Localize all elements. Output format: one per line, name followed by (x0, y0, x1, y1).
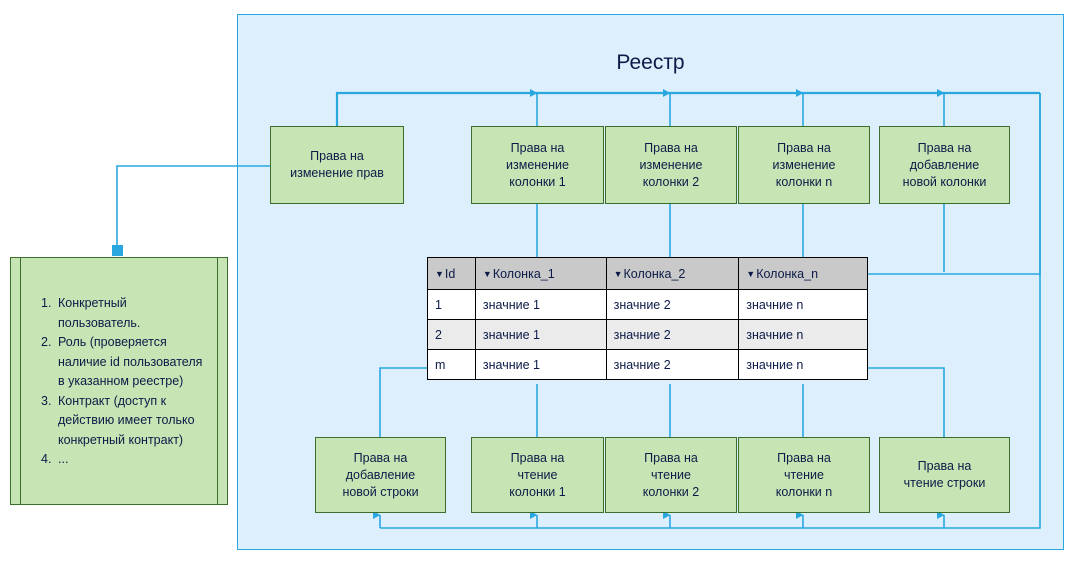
column-header-label: Колонка_1 (492, 266, 555, 281)
list-item: 2. Роль (проверяется наличие id пользова… (41, 333, 209, 392)
list-item-number: 2. (41, 335, 52, 349)
note-margin-rule-left (20, 258, 21, 504)
list-item-text: Контракт (доступ к действию имеет только… (58, 393, 195, 447)
cell-id: 2 (427, 319, 476, 350)
filter-caret-icon[interactable]: ▼ (746, 269, 756, 280)
table-row[interactable]: 2 значние 1 значние 2 значние n (427, 319, 868, 350)
table-row[interactable]: 1 значние 1 значние 2 значние n (427, 289, 868, 320)
column-header-label: Id (444, 266, 456, 281)
list-item-text: ... (58, 452, 69, 466)
column-header-label: Колонка_2 (623, 266, 686, 281)
cell-id: 1 (427, 289, 476, 320)
filter-caret-icon[interactable]: ▼ (435, 269, 444, 280)
list-item-number: 4. (41, 452, 52, 466)
cell-col-2: значние 2 (605, 289, 740, 320)
registry-table[interactable]: ▼Id ▼Колонка_1 ▼Колонка_2 ▼Колонка_n 1 з… (427, 257, 868, 380)
list-item-text: Конкретный пользователь. (58, 296, 141, 330)
cell-col-2: значние 2 (605, 349, 740, 380)
access-subjects-note: 1. Конкретный пользователь. 2. Роль (про… (10, 257, 228, 505)
list-item: 4. ... (41, 450, 209, 470)
cell-col-n: значние n (738, 349, 868, 380)
column-header-col-2[interactable]: ▼Колонка_2 (605, 257, 740, 290)
note-list: 1. Конкретный пользователь. 2. Роль (про… (41, 294, 209, 470)
column-header-col-n[interactable]: ▼Колонка_n (738, 257, 868, 290)
list-item-number: 1. (41, 296, 52, 310)
registry-title: Реестр (616, 51, 685, 74)
table-header-row: ▼Id ▼Колонка_1 ▼Колонка_2 ▼Колонка_n (427, 257, 868, 290)
cell-col-1: значние 1 (474, 319, 607, 350)
list-item: 3. Контракт (доступ к действию имеет тол… (41, 392, 209, 451)
cell-col-2: значние 2 (605, 319, 740, 350)
list-item: 1. Конкретный пользователь. (41, 294, 209, 333)
cell-col-1: значние 1 (474, 349, 607, 380)
column-header-id[interactable]: ▼Id (427, 257, 476, 290)
column-header-label: Колонка_n (756, 266, 819, 281)
list-item-text: Роль (проверяется наличие id пользовател… (58, 335, 203, 388)
cell-col-n: значние n (738, 289, 868, 320)
cell-id: m (427, 349, 476, 380)
cell-col-1: значние 1 (474, 289, 607, 320)
cell-col-n: значние n (738, 319, 868, 350)
table-row[interactable]: m значние 1 значние 2 значние n (427, 349, 868, 380)
note-connector-endpoint (112, 245, 123, 256)
list-item-number: 3. (41, 393, 52, 408)
column-header-col-1[interactable]: ▼Колонка_1 (474, 257, 607, 290)
note-margin-rule-right (217, 258, 218, 504)
filter-caret-icon[interactable]: ▼ (482, 269, 492, 280)
filter-caret-icon[interactable]: ▼ (613, 269, 623, 280)
